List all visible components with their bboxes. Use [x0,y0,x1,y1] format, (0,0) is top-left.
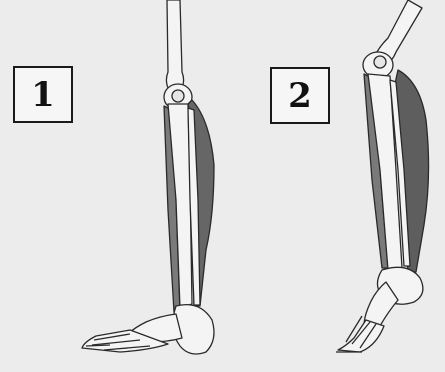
leg-1 [82,0,214,354]
leg-2 [336,0,429,352]
leg-1-femur [166,0,183,92]
